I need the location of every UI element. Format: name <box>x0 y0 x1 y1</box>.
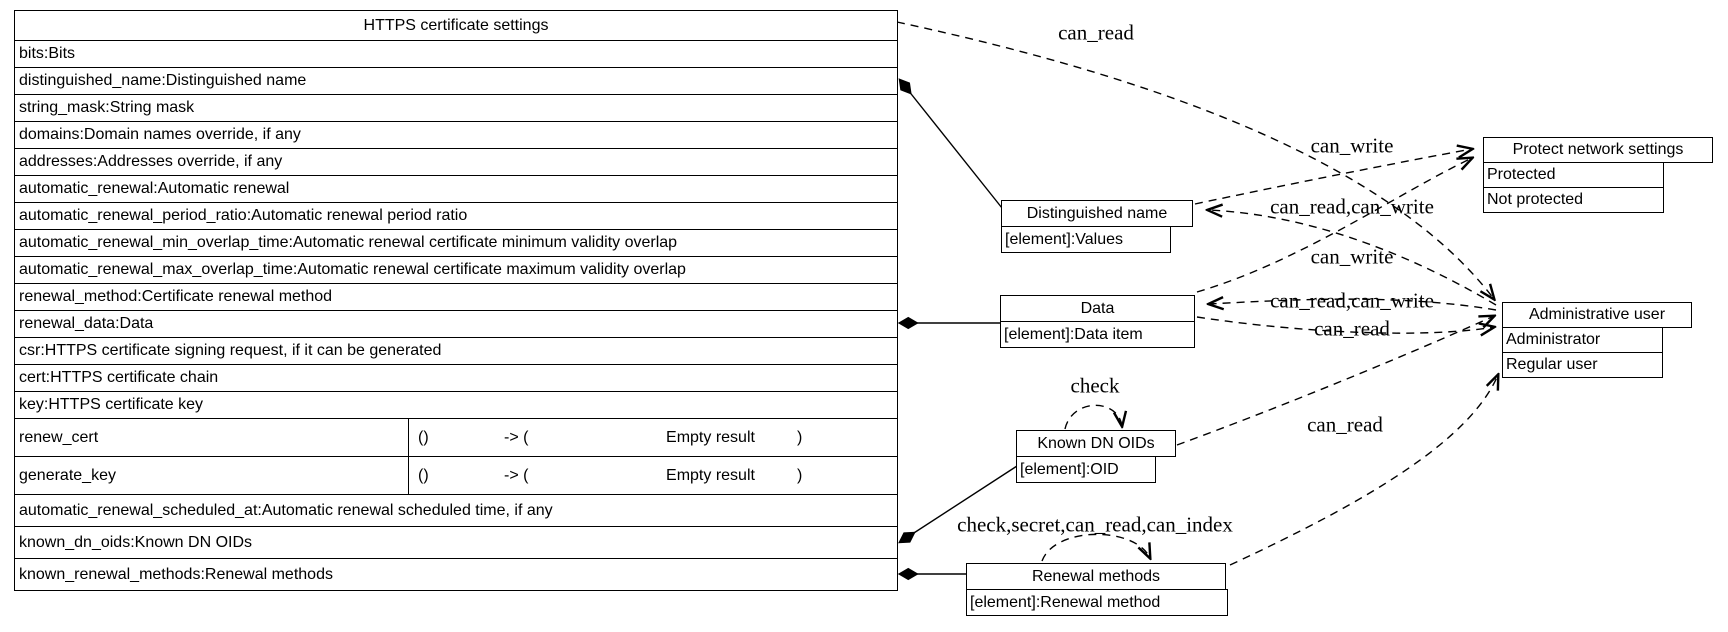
node-title: Distinguished name <box>1001 200 1193 227</box>
table-row-known-dn-oids: known_dn_oids:Known DN OIDs <box>15 526 897 558</box>
table-row-distinguished-name: distinguished_name:Distinguished name <box>15 67 897 94</box>
row-label: automatic_renewal:Automatic renewal <box>19 180 290 197</box>
table-row-automatic-renewal-scheduled-at: automatic_renewal_scheduled_at:Automatic… <box>15 494 897 526</box>
edge-label-can-read-oids: can_read <box>1307 412 1383 437</box>
table-row-string-mask: string_mask:String mask <box>15 94 897 121</box>
edge-label-can-write-data: can_write <box>1310 244 1394 269</box>
sig-result: Empty result <box>666 466 755 484</box>
node-row: Administrator <box>1502 327 1663 353</box>
edge-label-check-secret-can-read-can-index: check,secret,can_read,can_index <box>957 512 1233 537</box>
table-title-label: HTTPS certificate settings <box>363 16 549 34</box>
node-row: Protected <box>1483 162 1664 188</box>
sig-args: () <box>418 428 429 446</box>
table-row-automatic-renewal: automatic_renewal:Automatic renewal <box>15 175 897 202</box>
row-label: renewal_method:Certificate renewal metho… <box>19 288 333 305</box>
node-protect-network-settings: Protect network settings Protected Not p… <box>1483 137 1713 213</box>
edge-data-can-write-protect <box>1196 158 1472 293</box>
node-row: [element]:Renewal method <box>966 589 1228 616</box>
table-row-automatic-renewal-max-overlap: automatic_renewal_max_overlap_time:Autom… <box>15 256 897 283</box>
table-row-renewal-data: renewal_data:Data <box>15 310 897 337</box>
edge-label-can-read-top: can_read <box>1058 20 1134 45</box>
composition-edge-distinguished-name <box>898 78 1003 209</box>
node-data: Data [element]:Data item <box>1000 295 1195 348</box>
method-name: generate_key <box>15 457 409 494</box>
row-label: cert:HTTPS certificate chain <box>19 369 219 386</box>
row-label: distinguished_name:Distinguished name <box>19 72 307 89</box>
table-row-bits: bits:Bits <box>15 40 897 67</box>
row-label: automatic_renewal_max_overlap_time:Autom… <box>19 261 686 278</box>
row-label: renewal_data:Data <box>19 315 154 332</box>
row-label: automatic_renewal_period_ratio:Automatic… <box>19 207 468 224</box>
edge-label-can-write-dn: can_write <box>1310 133 1394 158</box>
node-title: Protect network settings <box>1483 137 1713 163</box>
row-label: addresses:Addresses override, if any <box>19 153 283 170</box>
table-row-renew-cert: renew_cert () -> ( Empty result ) <box>15 418 897 456</box>
row-label: automatic_renewal_min_overlap_time:Autom… <box>19 234 678 251</box>
node-renewal-methods: Renewal methods [element]:Renewal method <box>966 563 1228 616</box>
method-signature: () -> ( Empty result ) <box>409 467 897 485</box>
node-title: Renewal methods <box>966 563 1226 590</box>
node-distinguished-name: Distinguished name [element]:Values <box>1001 200 1193 253</box>
node-title: Known DN OIDs <box>1016 430 1176 457</box>
sig-close: ) <box>797 466 803 484</box>
node-row: Not protected <box>1483 187 1664 213</box>
table-title: HTTPS certificate settings <box>15 11 897 40</box>
sig-result: Empty result <box>666 428 755 446</box>
table-row-domains: domains:Domain names override, if any <box>15 121 897 148</box>
row-label: known_dn_oids:Known DN OIDs <box>19 533 253 551</box>
node-administrative-user: Administrative user Administrator Regula… <box>1502 302 1692 378</box>
table-row-automatic-renewal-min-overlap: automatic_renewal_min_overlap_time:Autom… <box>15 229 897 256</box>
node-row: [element]:Data item <box>1000 321 1195 348</box>
node-row: [element]:OID <box>1016 456 1156 483</box>
sig-arrow: -> ( <box>504 428 529 446</box>
sig-close: ) <box>797 428 803 446</box>
edge-label-check: check <box>1070 373 1120 398</box>
row-label: domains:Domain names override, if any <box>19 126 301 143</box>
table-row-generate-key: generate_key () -> ( Empty result ) <box>15 456 897 494</box>
edge-table-can-read-admin <box>896 21 1494 299</box>
edge-label-can-read-data: can_read <box>1314 316 1390 341</box>
table-row-key: key:HTTPS certificate key <box>15 391 897 418</box>
https-certificate-settings-table: HTTPS certificate settings bits:Bits dis… <box>14 10 898 591</box>
row-label: csr:HTTPS certificate signing request, i… <box>19 342 442 359</box>
row-label: bits:Bits <box>19 45 76 62</box>
node-title: Data <box>1000 295 1195 322</box>
edge-label-can-read-can-write-data: can_read,can_write <box>1270 288 1434 313</box>
node-row: Regular user <box>1502 352 1663 378</box>
row-label: automatic_renewal_scheduled_at:Automatic… <box>19 501 553 519</box>
method-signature: () -> ( Empty result ) <box>409 429 897 447</box>
table-row-addresses: addresses:Addresses override, if any <box>15 148 897 175</box>
node-row: [element]:Values <box>1001 226 1171 253</box>
edge-label-can-read-can-write-dn: can_read,can_write <box>1270 194 1434 219</box>
sig-args: () <box>418 466 429 484</box>
method-name: renew_cert <box>15 419 409 456</box>
row-label: string_mask:String mask <box>19 99 195 116</box>
table-row-renewal-method: renewal_method:Certificate renewal metho… <box>15 283 897 310</box>
table-row-cert: cert:HTTPS certificate chain <box>15 364 897 391</box>
node-known-dn-oids: Known DN OIDs [element]:OID <box>1016 430 1176 483</box>
table-row-csr: csr:HTTPS certificate signing request, i… <box>15 337 897 364</box>
edge-renewal-self-loop <box>1041 533 1150 561</box>
row-label: key:HTTPS certificate key <box>19 396 204 413</box>
node-title: Administrative user <box>1502 302 1692 328</box>
table-row-automatic-renewal-period-ratio: automatic_renewal_period_ratio:Automatic… <box>15 202 897 229</box>
edge-check-self-loop <box>1064 404 1122 429</box>
row-label: known_renewal_methods:Renewal methods <box>19 565 333 583</box>
sig-arrow: -> ( <box>504 466 529 484</box>
table-row-known-renewal-methods: known_renewal_methods:Renewal methods <box>15 558 897 590</box>
edge-renewal-methods-admin <box>1229 375 1498 566</box>
